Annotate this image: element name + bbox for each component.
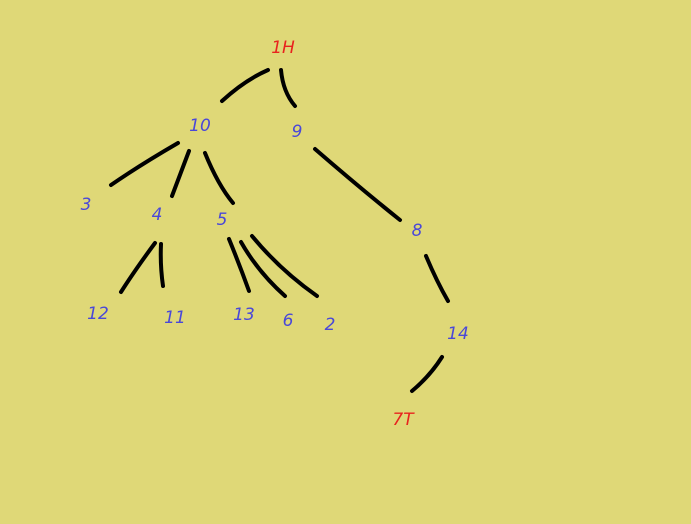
edges-group [109,68,450,393]
node-label-3: 3 [81,195,92,215]
edge-4-12 [119,241,157,294]
node-label-7T: 7T [392,410,415,430]
node-label-9: 9 [292,122,303,142]
edge-5-6 [239,240,287,298]
edge-9-8 [313,147,402,222]
node-labels-group: 1H 10 9 3 4 5 8 12 11 13 6 2 14 7T [81,38,469,430]
edge-10-3 [109,141,180,187]
node-label-4: 4 [152,205,163,225]
edge-8-14 [424,254,450,303]
edge-14-7T [410,355,444,393]
edge-10-4 [170,149,191,198]
edge-5-2 [250,234,319,298]
node-label-14: 14 [447,324,469,344]
node-label-12: 12 [87,304,109,324]
node-label-10: 10 [189,116,211,136]
node-label-2: 2 [325,315,336,335]
node-label-6: 6 [283,311,294,331]
node-label-5: 5 [217,210,228,230]
edge-5-13 [227,237,251,293]
node-label-1H: 1H [271,38,295,58]
edge-4-11 [158,242,165,288]
node-label-11: 11 [164,308,186,328]
node-label-8: 8 [412,221,423,241]
edge-1H-9 [279,68,297,108]
edge-1H-10 [220,68,270,103]
node-label-13: 13 [233,305,255,325]
edge-10-5 [203,151,235,205]
